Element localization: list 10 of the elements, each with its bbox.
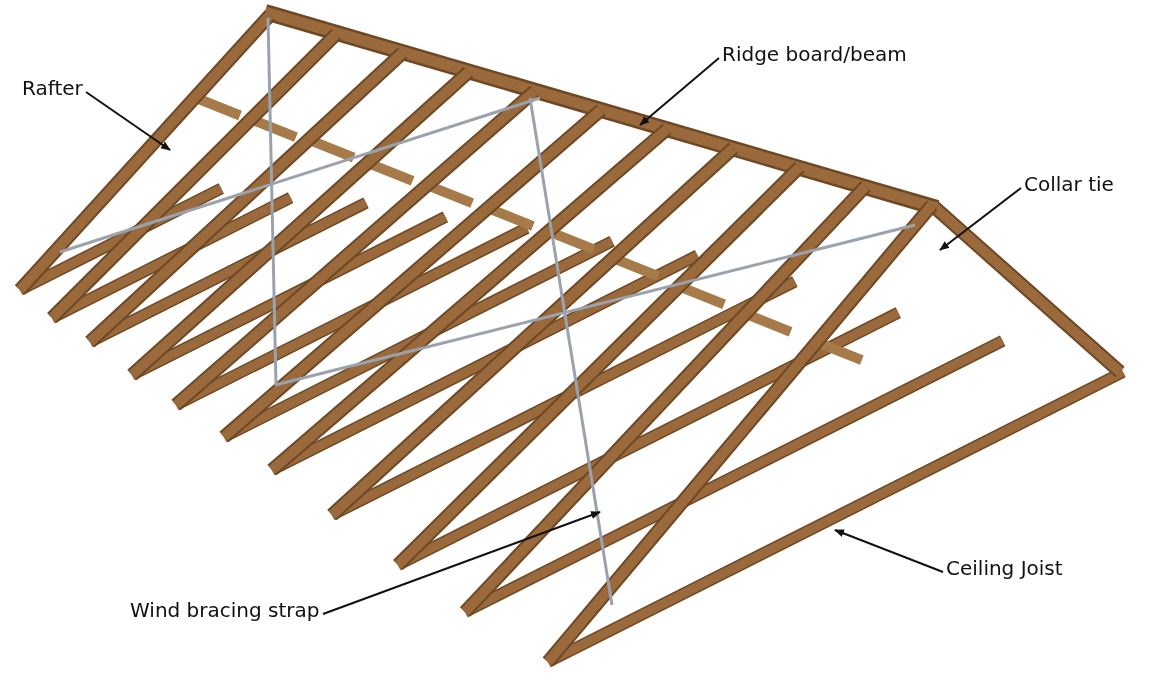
leader-line <box>939 187 1022 251</box>
part-label: Ridge board/beam <box>722 42 907 66</box>
leader-line <box>85 91 171 151</box>
leader-line <box>834 529 944 573</box>
leader-line <box>322 511 601 615</box>
part-label: Rafter <box>22 76 83 100</box>
part-label: Collar tie <box>1024 172 1114 196</box>
leader-line <box>639 57 720 126</box>
part-label: Wind bracing strap <box>130 598 320 622</box>
part-label: Ceiling Joist <box>946 556 1063 580</box>
